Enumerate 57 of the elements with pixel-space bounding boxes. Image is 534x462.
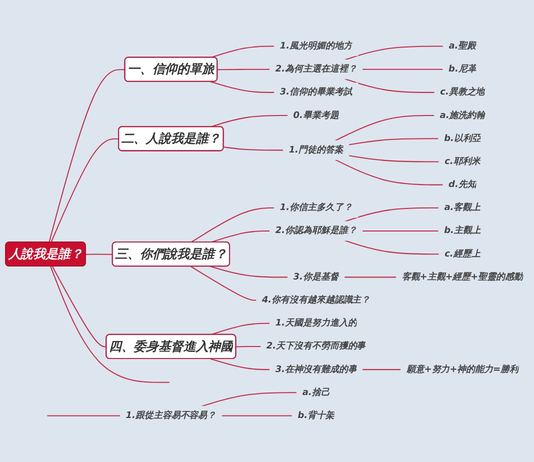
node-text: 1.風光明媚的地方 — [280, 40, 352, 52]
connector — [362, 369, 401, 370]
node-text: a.聖殿 — [448, 40, 476, 52]
connector — [348, 138, 439, 146]
node-text: 0.畢業考題 — [293, 110, 339, 121]
connector — [344, 207, 439, 222]
connector — [46, 415, 120, 416]
connector — [52, 266, 107, 348]
node-text: 1.你信主多久了？ — [280, 202, 352, 213]
connector — [362, 68, 444, 70]
node-text: c.耶利米 — [444, 156, 480, 167]
node-text: 2.天下沒有不勞而獲的事 — [266, 341, 366, 352]
node-text: b.尼革 — [448, 64, 476, 74]
connector — [236, 346, 261, 348]
node-text: b.以利亞 — [444, 133, 481, 144]
connector — [210, 266, 288, 278]
node-text: a.施洗約翰 — [440, 110, 486, 121]
connector — [348, 155, 440, 162]
connector — [210, 115, 288, 128]
connector — [362, 230, 439, 232]
connector — [344, 276, 396, 278]
node-text: b.背十架 — [298, 410, 334, 421]
connector — [48, 69, 126, 243]
connector — [344, 46, 444, 60]
node-text: 2.為何主選在這裡？ — [275, 64, 357, 74]
node-text: 4.你有沒有越來越認識主？ — [262, 294, 370, 306]
connector — [190, 207, 274, 243]
node-text: 3.你是基督 — [293, 272, 339, 282]
connector — [217, 68, 270, 70]
node-text: c.異教之地 — [440, 87, 485, 98]
connector — [224, 146, 284, 151]
connector — [210, 358, 270, 370]
node-text: d.先知 — [448, 179, 476, 190]
node-text: 1.跟從主容易不容易？ — [126, 410, 216, 421]
node-text: 1.天國是努力進入的 — [275, 318, 357, 328]
node-text: 願意+努力+神的能力=勝利 — [406, 364, 518, 375]
connector — [190, 266, 256, 301]
connector — [344, 78, 435, 93]
node-text: c.經歷上 — [444, 248, 480, 260]
connector — [344, 240, 440, 255]
node-text: 3.信仰的畢業考試 — [280, 87, 352, 98]
connector — [86, 254, 113, 255]
connector — [50, 266, 170, 383]
node-text: b.主觀上 — [444, 226, 481, 236]
connector — [210, 230, 270, 243]
node-text: 1.門徒的答案 — [288, 144, 344, 156]
node-text: a.客觀上 — [444, 202, 481, 213]
node-text: 2.你認為耶穌是誰？ — [275, 226, 357, 236]
connector — [334, 159, 444, 186]
node-text: 客觀+主觀+經歷+聖靈的感動 — [402, 272, 523, 282]
node-text: a.捨己 — [302, 387, 330, 398]
connector — [50, 138, 119, 243]
connector — [210, 81, 274, 93]
node-text: 3.在神沒有難成的事 — [275, 364, 357, 375]
connector — [202, 392, 297, 407]
connector — [222, 415, 292, 416]
connector — [334, 115, 434, 142]
